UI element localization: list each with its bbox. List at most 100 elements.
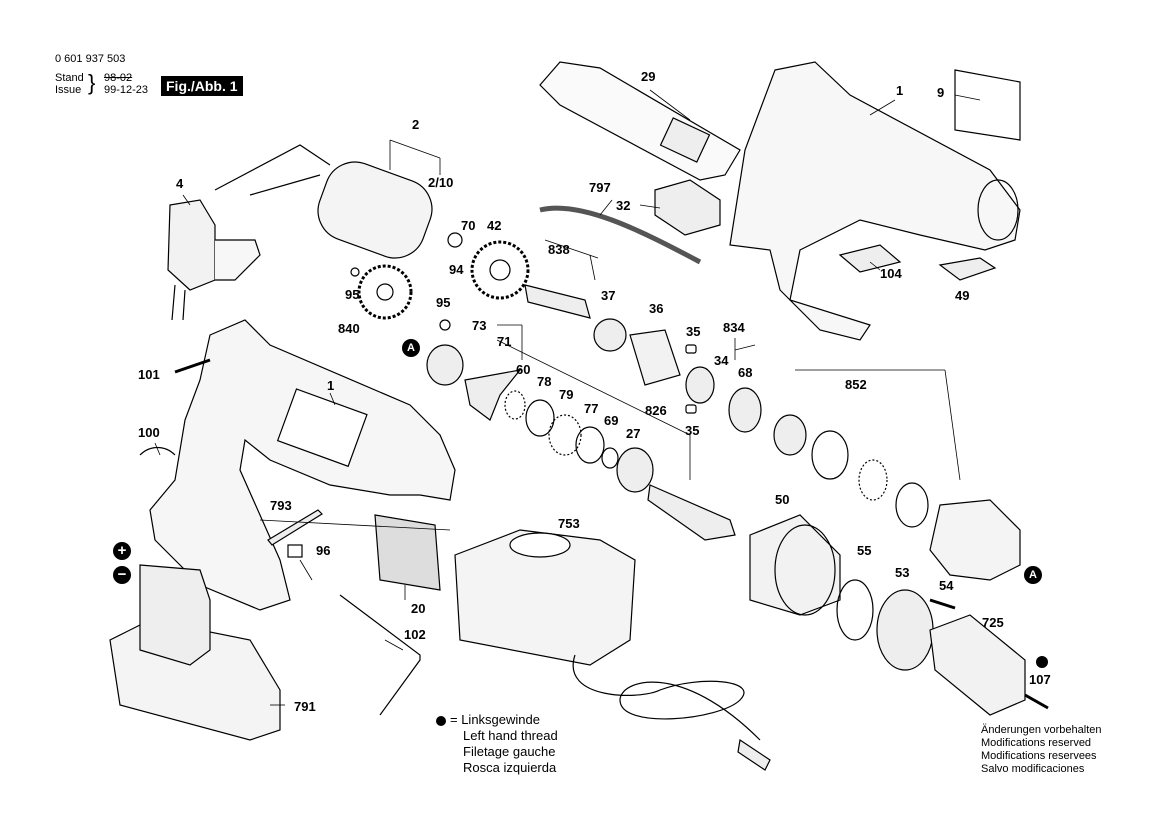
- ring-55: [836, 579, 874, 641]
- gear-42: [470, 240, 530, 300]
- callout-826: 826: [645, 403, 667, 418]
- callout-753: 753: [558, 516, 580, 531]
- callout-102: 102: [404, 627, 426, 642]
- callout-71: 71: [497, 334, 512, 349]
- callout-37: 37: [601, 288, 616, 303]
- washer-95: [439, 319, 451, 331]
- legend-line-2: Left hand thread: [463, 728, 558, 743]
- notice-line-2: Modifications reserved: [981, 737, 1092, 749]
- screw-101: [174, 358, 211, 374]
- callout-70: 70: [461, 218, 476, 233]
- callout-834: 834: [723, 320, 745, 335]
- callout-2: 2: [412, 117, 420, 132]
- callout-78: 78: [537, 374, 552, 389]
- callout-797: 797: [589, 180, 611, 195]
- label-20: [374, 514, 441, 591]
- callout-95b: 95: [436, 295, 451, 310]
- clutch-set-852: [773, 414, 1021, 581]
- issue-label: Issue: [55, 84, 82, 96]
- thread-legend: = Linksgewinde Left hand thread Filetage…: [436, 712, 558, 776]
- callout-36: 36: [649, 301, 664, 316]
- callout-4: 4: [176, 176, 184, 191]
- callout-35a: 35: [686, 324, 701, 339]
- callout-29: 29: [641, 69, 656, 84]
- switch-32: [539, 179, 721, 265]
- part-104: [838, 244, 997, 281]
- clip-100: [139, 446, 176, 456]
- modifications-notice: Änderungen vorbehalten Modifications res…: [981, 724, 1101, 776]
- motor-2: [214, 144, 433, 259]
- notice-line-1: Änderungen vorbehalten: [981, 724, 1102, 736]
- callout-9: 9: [937, 85, 945, 100]
- part-37: [593, 318, 627, 352]
- left-thread-dot-icon: [436, 715, 446, 726]
- legend-line-3: Filetage gauche: [463, 744, 556, 759]
- sleeve-50: [749, 514, 841, 616]
- issue-date: 99-12-23: [104, 84, 149, 96]
- housing-half-left: [149, 319, 456, 611]
- shaft-838: [524, 284, 591, 319]
- callout-79: 79: [559, 387, 574, 402]
- part-number: 0 601 937 503: [55, 53, 126, 65]
- notice-line-3: Modifications reservees: [981, 750, 1097, 762]
- callout-838: 838: [548, 242, 570, 257]
- callout-96: 96: [316, 543, 331, 558]
- callout-793: 793: [270, 498, 292, 513]
- callout-100: 100: [138, 425, 160, 440]
- callout-49: 49: [955, 288, 970, 303]
- callout-791: 791: [294, 699, 316, 714]
- screw-54: [929, 598, 956, 610]
- callout-34: 34: [714, 353, 729, 368]
- left-thread-dot-icon: [1036, 656, 1048, 668]
- callout-852: 852: [845, 377, 867, 392]
- bit-793: [267, 509, 323, 546]
- washer-70: [447, 232, 463, 248]
- callout-2-10: 2/10: [428, 175, 454, 190]
- marker-a-right: A: [1024, 566, 1042, 584]
- wire-102: [339, 594, 421, 716]
- clip-96: [287, 544, 303, 558]
- callout-725: 725: [982, 615, 1004, 630]
- marker-a-left: A: [402, 339, 420, 357]
- stand-label: Stand: [55, 72, 84, 84]
- callout-53: 53: [895, 565, 910, 580]
- gearbox-parts: [426, 344, 762, 541]
- flange-53: [876, 589, 934, 671]
- callout-1: 1: [896, 83, 904, 98]
- callout-95a: 95: [345, 287, 360, 302]
- leader-lines: [154, 89, 981, 706]
- legend-line-1: = Linksgewinde: [450, 712, 540, 727]
- figure-label: Fig./Abb. 1: [161, 76, 243, 96]
- callout-42: 42: [487, 218, 502, 233]
- battery-791: [109, 564, 281, 741]
- electronic-module-4: [167, 199, 261, 321]
- callout-55: 55: [857, 543, 872, 558]
- screw-107: [1024, 693, 1049, 710]
- callout-94: 94: [449, 262, 464, 277]
- notice-line-4: Salvo modificaciones: [981, 763, 1085, 775]
- washer-95b: [350, 267, 360, 277]
- chuck-725: [929, 614, 1026, 716]
- brace: }: [88, 70, 96, 95]
- callout-104: 104: [880, 266, 902, 281]
- callout-60: 60: [516, 362, 531, 377]
- callout-101: 101: [138, 367, 160, 382]
- part-36: [629, 329, 681, 386]
- battery-cover-29: [539, 61, 741, 181]
- callout-107: 107: [1029, 672, 1051, 687]
- plus-terminal-marker: +: [113, 542, 131, 560]
- callout-54: 54: [939, 578, 954, 593]
- gear-840: [357, 264, 413, 320]
- callout-73: 73: [472, 318, 487, 333]
- callout-77: 77: [584, 401, 599, 416]
- callout-27: 27: [626, 426, 641, 441]
- callout-840: 840: [338, 321, 360, 336]
- callout-69: 69: [604, 413, 619, 428]
- minus-terminal-marker: −: [113, 566, 131, 584]
- callout-68: 68: [738, 365, 753, 380]
- legend-line-4: Rosca izquierda: [463, 760, 557, 775]
- charger-753: [454, 529, 771, 771]
- callout-20: 20: [411, 601, 426, 616]
